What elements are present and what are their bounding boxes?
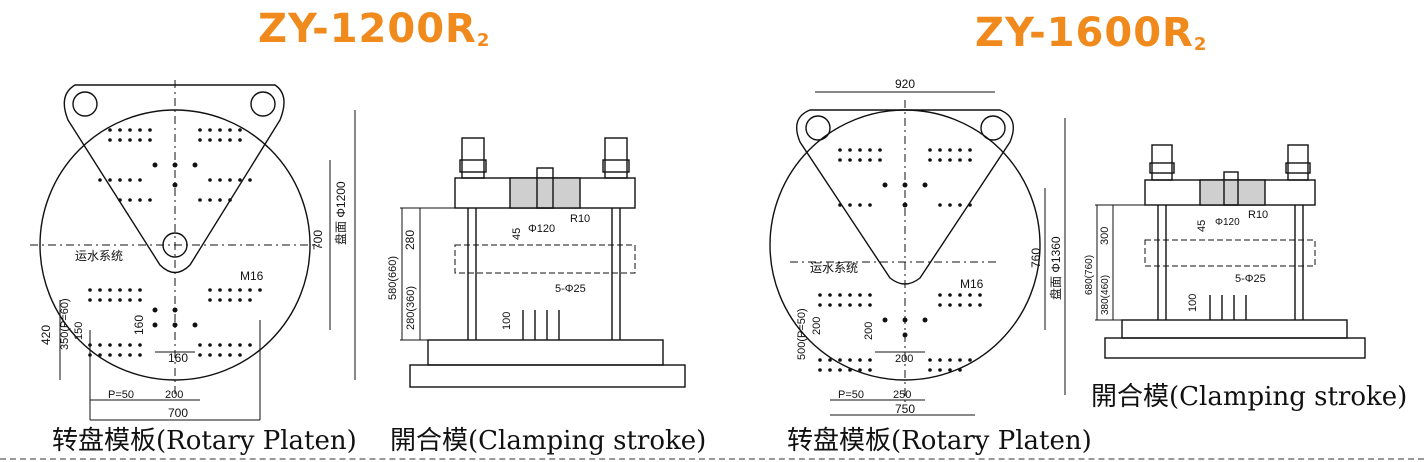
clamp-labels-left: 580(660) 280 280(360) 45 Φ120 R10 5-Φ25 … xyxy=(387,213,590,330)
label-pitch: P=50 xyxy=(108,389,134,401)
clamp-labels-right: 680(760) 300 380(460) 45 Φ120 R10 5-Φ25 … xyxy=(1084,209,1268,315)
rotary-labels-left: 盘面 Φ1200 700 运水系统 M16 160 160 420 350(P=… xyxy=(39,181,348,420)
label-stroke-upper: 280 xyxy=(403,230,417,250)
label-200c: 200 xyxy=(895,353,913,365)
label-200b: 200 xyxy=(863,322,875,340)
bottom-divider xyxy=(0,458,1424,460)
model-title-right: ZY-1600R2 xyxy=(975,10,1208,56)
label-160b: 160 xyxy=(168,351,188,365)
label-150: 150 xyxy=(73,322,85,340)
label-500: 500(P=50) xyxy=(796,308,808,360)
label-stroke-total-r: 680(760) xyxy=(1084,255,1095,295)
rotary-platen-left xyxy=(30,80,356,421)
label-stroke-upper-r: 300 xyxy=(1099,227,1111,245)
rotary-holes-left xyxy=(88,128,262,357)
label-750: 750 xyxy=(895,402,915,416)
label-45: 45 xyxy=(511,228,523,240)
label-200: 200 xyxy=(165,389,183,401)
label-stroke-lower: 280(360) xyxy=(405,286,417,330)
label-pitch-r: P=50 xyxy=(838,389,864,401)
label-350: 350(P=60) xyxy=(59,298,71,350)
label-dia-r: Φ120 xyxy=(1215,217,1240,228)
label-100-r: 100 xyxy=(1187,294,1199,312)
rotary-holes-right xyxy=(818,148,982,372)
label-stroke-total: 580(660) xyxy=(387,256,399,300)
label-dia: Φ120 xyxy=(528,223,555,235)
label-diameter: 盘面 Φ1200 xyxy=(333,181,348,245)
label-thread: M16 xyxy=(240,269,264,283)
label-700: 700 xyxy=(168,406,188,420)
label-holes-r: 5-Φ25 xyxy=(1235,273,1266,285)
label-radius-r: R10 xyxy=(1248,209,1268,221)
label-stroke-lower-r: 380(460) xyxy=(1100,275,1111,315)
label-thread-r: M16 xyxy=(960,277,984,291)
clamp-assembly-left xyxy=(400,137,686,388)
label-height: 700 xyxy=(311,230,325,250)
label-45-r: 45 xyxy=(1196,220,1208,232)
label-top-width: 920 xyxy=(895,77,915,91)
caption-clamping-right: 開合模(Clamping stroke) xyxy=(1091,382,1408,412)
label-200a: 200 xyxy=(811,317,823,335)
label-water-r: 运水系统 xyxy=(810,261,858,275)
label-160a: 160 xyxy=(132,315,146,335)
clamp-assembly-right xyxy=(1095,144,1366,359)
label-radius: R10 xyxy=(570,213,590,225)
label-holes: 5-Φ25 xyxy=(555,283,586,295)
rotary-platen-right xyxy=(769,91,1066,416)
label-height-r: 760 xyxy=(1029,248,1043,268)
caption-clamping-left: 開合模(Clamping stroke) xyxy=(390,426,707,456)
caption-rotary-right: 转盘模板(Rotary Platen) xyxy=(787,426,1092,456)
label-diameter-r: 盘面 Φ1360 xyxy=(1048,236,1063,300)
label-250: 250 xyxy=(893,389,911,401)
label-water: 运水系统 xyxy=(75,249,123,263)
label-420: 420 xyxy=(39,325,53,345)
rotary-labels-right: 920 盘面 Φ1360 760 运水系统 M16 500(P=50) 200 … xyxy=(796,77,1063,416)
model-title-left: ZY-1200R2 xyxy=(258,6,491,52)
label-100: 100 xyxy=(501,312,513,330)
caption-rotary-left: 转盘模板(Rotary Platen) xyxy=(52,426,357,456)
